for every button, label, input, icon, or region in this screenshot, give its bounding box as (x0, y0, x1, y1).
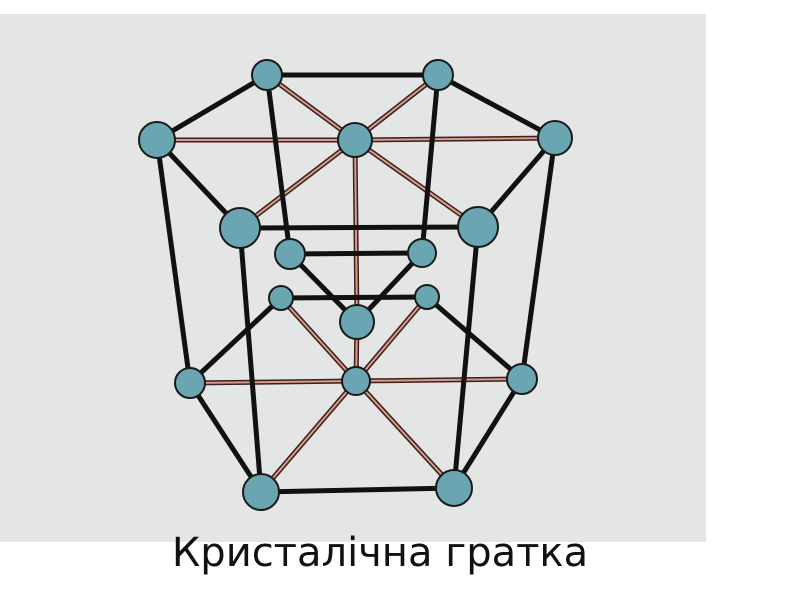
primary-bond (258, 485, 457, 495)
atom (251, 59, 283, 91)
primary-bond (451, 376, 525, 491)
secondary-bond-highlight (280, 297, 357, 382)
secondary-bond-highlight (239, 139, 356, 229)
primary-bond (435, 72, 558, 141)
primary-bond (154, 137, 193, 386)
primary-bond (419, 72, 441, 256)
atom (414, 284, 440, 310)
atom (435, 469, 473, 507)
atom (407, 238, 437, 268)
atom (422, 59, 454, 91)
atom (274, 238, 306, 270)
primary-bond (237, 225, 264, 495)
secondary-bonds (154, 72, 558, 495)
primary-bond (187, 380, 264, 495)
atom (341, 366, 371, 396)
secondary-bond-highlight (355, 378, 523, 382)
primary-bond (424, 294, 525, 382)
secondary-bond-highlight (354, 137, 556, 141)
secondary-bond-highlight (266, 74, 356, 141)
secondary-bond-highlight (355, 380, 455, 489)
primary-bond (278, 294, 430, 301)
secondary-bond-highlight (355, 296, 428, 382)
atom (457, 206, 499, 248)
secondary-bond-highlight (354, 139, 358, 323)
atom (174, 367, 206, 399)
primary-bond (187, 295, 284, 386)
atom (242, 473, 280, 511)
atom (138, 121, 176, 159)
atom (337, 122, 373, 158)
atoms (138, 59, 573, 511)
atom (506, 363, 538, 395)
primary-bond (264, 72, 293, 257)
primary-bond (519, 135, 558, 382)
secondary-bond-highlight (189, 380, 357, 384)
figure-background (0, 14, 706, 542)
atom (219, 207, 261, 249)
secondary-bond-highlight (260, 380, 357, 493)
primary-bond (154, 72, 270, 143)
atom (537, 120, 573, 156)
primary-bond (287, 250, 425, 257)
primary-bond (237, 224, 481, 231)
primary-bond (451, 224, 481, 491)
atom (268, 285, 294, 311)
atom (339, 304, 375, 340)
secondary-bond-highlight (354, 139, 479, 228)
caption: Кристалічна гратка (171, 530, 589, 576)
